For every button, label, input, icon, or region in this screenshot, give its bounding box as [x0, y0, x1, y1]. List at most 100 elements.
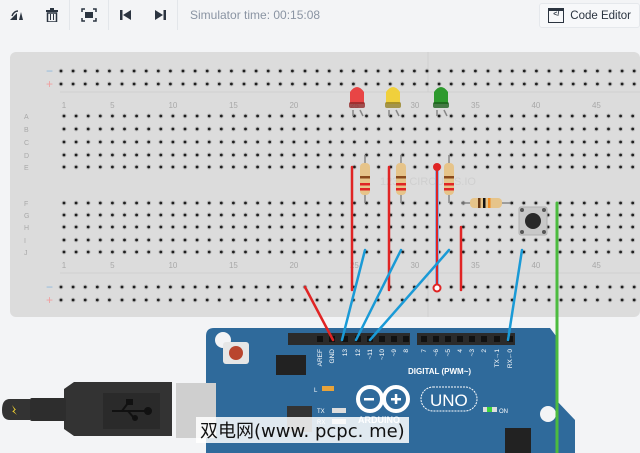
green-led [433, 87, 449, 117]
breadboard-hole [376, 164, 382, 170]
breadboard-hole [110, 224, 115, 230]
breadboard-hole [473, 152, 478, 158]
rail-hole [521, 284, 527, 290]
rail-hole [180, 81, 186, 87]
breadboard-hole [533, 164, 539, 170]
breadboard-hole [146, 224, 152, 230]
rail-hole [595, 297, 600, 303]
breadboard-hole [158, 113, 164, 119]
breadboard-hole [448, 249, 454, 255]
breadboard-hole [521, 200, 527, 206]
breadboard-hole [412, 126, 418, 132]
breadboard-hole [291, 200, 297, 206]
resistor-band [360, 188, 370, 191]
rail-hole [265, 284, 271, 290]
breadboard-hole [243, 200, 248, 206]
breadboard-hole [497, 152, 503, 158]
rail-hole [460, 284, 466, 290]
rail-hole [290, 81, 295, 87]
breadboard-hole [521, 224, 527, 230]
rail-hole [216, 284, 222, 290]
resistor-band [478, 198, 481, 208]
column-label: 10 [168, 261, 177, 270]
row-label: H [24, 225, 29, 232]
step-back-button[interactable] [109, 0, 143, 30]
led-body [350, 87, 364, 104]
rail-hole [607, 297, 613, 303]
breadboard-hole [569, 237, 575, 243]
rail-hole [216, 81, 222, 87]
rail-hole [546, 68, 552, 74]
rail-minus-label: − [46, 64, 53, 78]
breadboard-hole [194, 237, 200, 243]
breadboard-hole [388, 249, 394, 255]
rail-hole [595, 68, 600, 74]
delete-button[interactable] [35, 0, 69, 30]
reset-button[interactable] [223, 342, 249, 364]
breadboard-hole [182, 224, 188, 230]
breadboard-hole [557, 164, 563, 170]
rail-hole [58, 297, 64, 303]
step-forward-button[interactable] [143, 0, 177, 30]
rail-hole [460, 68, 466, 74]
rail-hole [119, 284, 125, 290]
uno-badge [420, 386, 478, 412]
breadboard-hole [134, 224, 140, 230]
rail-hole [375, 81, 381, 87]
code-editor-button[interactable]: </ Code Editor [539, 3, 640, 28]
breadboard-hole [315, 212, 321, 218]
breadboard-hole [400, 212, 406, 218]
breadboard-hole [85, 113, 91, 119]
breadboard-hole [110, 126, 115, 132]
breadboard-hole [170, 164, 176, 170]
rail-hole [619, 68, 625, 74]
breadboard-hole [364, 200, 369, 206]
breadboard-hole [255, 139, 261, 145]
breadboard-hole [327, 200, 333, 206]
header-pin [355, 336, 361, 342]
resistor-band [396, 176, 406, 179]
breadboard-hole [485, 152, 490, 158]
rotate-button[interactable] [0, 0, 34, 30]
breadboard-hole [61, 224, 67, 230]
breadboard-hole [448, 152, 454, 158]
breadboard-hole [509, 224, 515, 230]
rail-hole [399, 284, 405, 290]
pin-label: ~10 [379, 349, 386, 360]
breadboard-hole [400, 237, 406, 243]
breadboard-hole [206, 237, 212, 243]
rail-hole [204, 284, 210, 290]
breadboard-hole [412, 200, 418, 206]
breadboard-hole [182, 200, 188, 206]
resistor-body [396, 163, 406, 195]
resistor [396, 155, 406, 203]
breadboard-hole [388, 200, 394, 206]
rail-hole [497, 81, 503, 87]
rail-hole [277, 297, 283, 303]
breadboard-hole [146, 200, 152, 206]
breadboard-hole [485, 139, 490, 145]
skip-forward-icon [155, 10, 166, 20]
breadboard-hole [569, 139, 575, 145]
fit-view-button[interactable] [70, 0, 108, 30]
breadboard-hole [85, 212, 91, 218]
rail-hole [387, 68, 393, 74]
breadboard-hole [194, 113, 200, 119]
column-label: 1 [62, 261, 67, 270]
breadboard-hole [122, 126, 127, 132]
rail-hole [253, 81, 259, 87]
column-label: 35 [471, 101, 480, 110]
breadboard-hole [110, 249, 115, 255]
breadboard-hole [194, 224, 200, 230]
breadboard-hole [364, 237, 369, 243]
breadboard-hole [581, 113, 587, 119]
rail-hole [595, 81, 600, 87]
breadboard-hole [206, 224, 212, 230]
breadboard-hole [339, 249, 345, 255]
rail-hole [448, 284, 454, 290]
breadboard-hole [630, 113, 636, 119]
pin-label: 7 [421, 349, 428, 353]
breadboard-hole [134, 212, 140, 218]
rail-hole [570, 68, 576, 74]
breadboard-hole [267, 164, 273, 170]
